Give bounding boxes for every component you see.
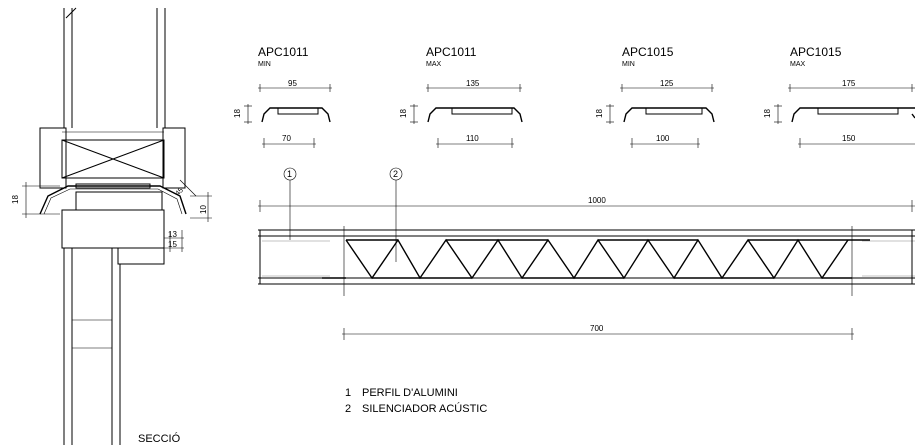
profile-bottom-dim: 150 [842, 134, 856, 143]
profile-bottom-dim: 70 [282, 134, 291, 143]
profile-bottom-dim: 100 [656, 134, 670, 143]
profile-height-dim: 18 [233, 109, 242, 118]
section-dim-10: 10 [199, 205, 208, 214]
profile-code: APC1015 [622, 45, 674, 59]
legend: 1 PERFIL D'ALUMINI 2 SILENCIADOR ACÚSTIC [345, 387, 487, 415]
profile-apc1011-max: APC1011 MAX 135 18 110 [399, 45, 523, 148]
callout-2-label: 2 [393, 169, 398, 179]
profile-variant: MAX [790, 61, 806, 68]
profile-apc1015-max: APC1015 MAX 175 18 150 [763, 45, 915, 148]
profile-height-dim: 18 [763, 109, 772, 118]
section-title: SECCIÓ [138, 432, 181, 445]
profile-height-dim: 18 [595, 109, 604, 118]
section-dim-45: 45 [174, 187, 185, 198]
profile-top-dim: 125 [660, 79, 674, 88]
section-dim-15: 15 [168, 240, 177, 249]
profile-code: APC1011 [258, 45, 309, 59]
callout-1-label: 1 [287, 169, 292, 179]
elevation-view [258, 167, 915, 340]
profile-bottom-dim: 110 [466, 134, 479, 143]
total-width-dim: 1000 [588, 196, 606, 205]
section-dim-height: 18 [11, 195, 20, 204]
profile-variant: MAX [426, 61, 442, 68]
section-detail [22, 7, 212, 445]
profile-variant: MIN [258, 61, 271, 68]
legend-item-num: 2 [345, 403, 351, 415]
profile-code: APC1015 [790, 45, 842, 59]
section-dim-13: 13 [168, 230, 177, 239]
legend-item-num: 1 [345, 387, 351, 399]
inner-width-dim: 700 [590, 324, 604, 333]
legend-item-label: PERFIL D'ALUMINI [362, 387, 458, 399]
profile-code: APC1011 [426, 45, 477, 59]
profile-top-dim: 175 [842, 79, 856, 88]
profile-apc1011-min: APC1011 MIN 95 18 70 [233, 45, 332, 148]
profile-apc1015-min: APC1015 MIN 125 18 100 [595, 45, 715, 148]
profile-height-dim: 18 [399, 109, 408, 118]
legend-item-label: SILENCIADOR ACÚSTIC [362, 402, 487, 415]
profile-variant: MIN [622, 61, 635, 68]
profile-top-dim: 135 [466, 79, 480, 88]
profile-top-dim: 95 [288, 79, 297, 88]
